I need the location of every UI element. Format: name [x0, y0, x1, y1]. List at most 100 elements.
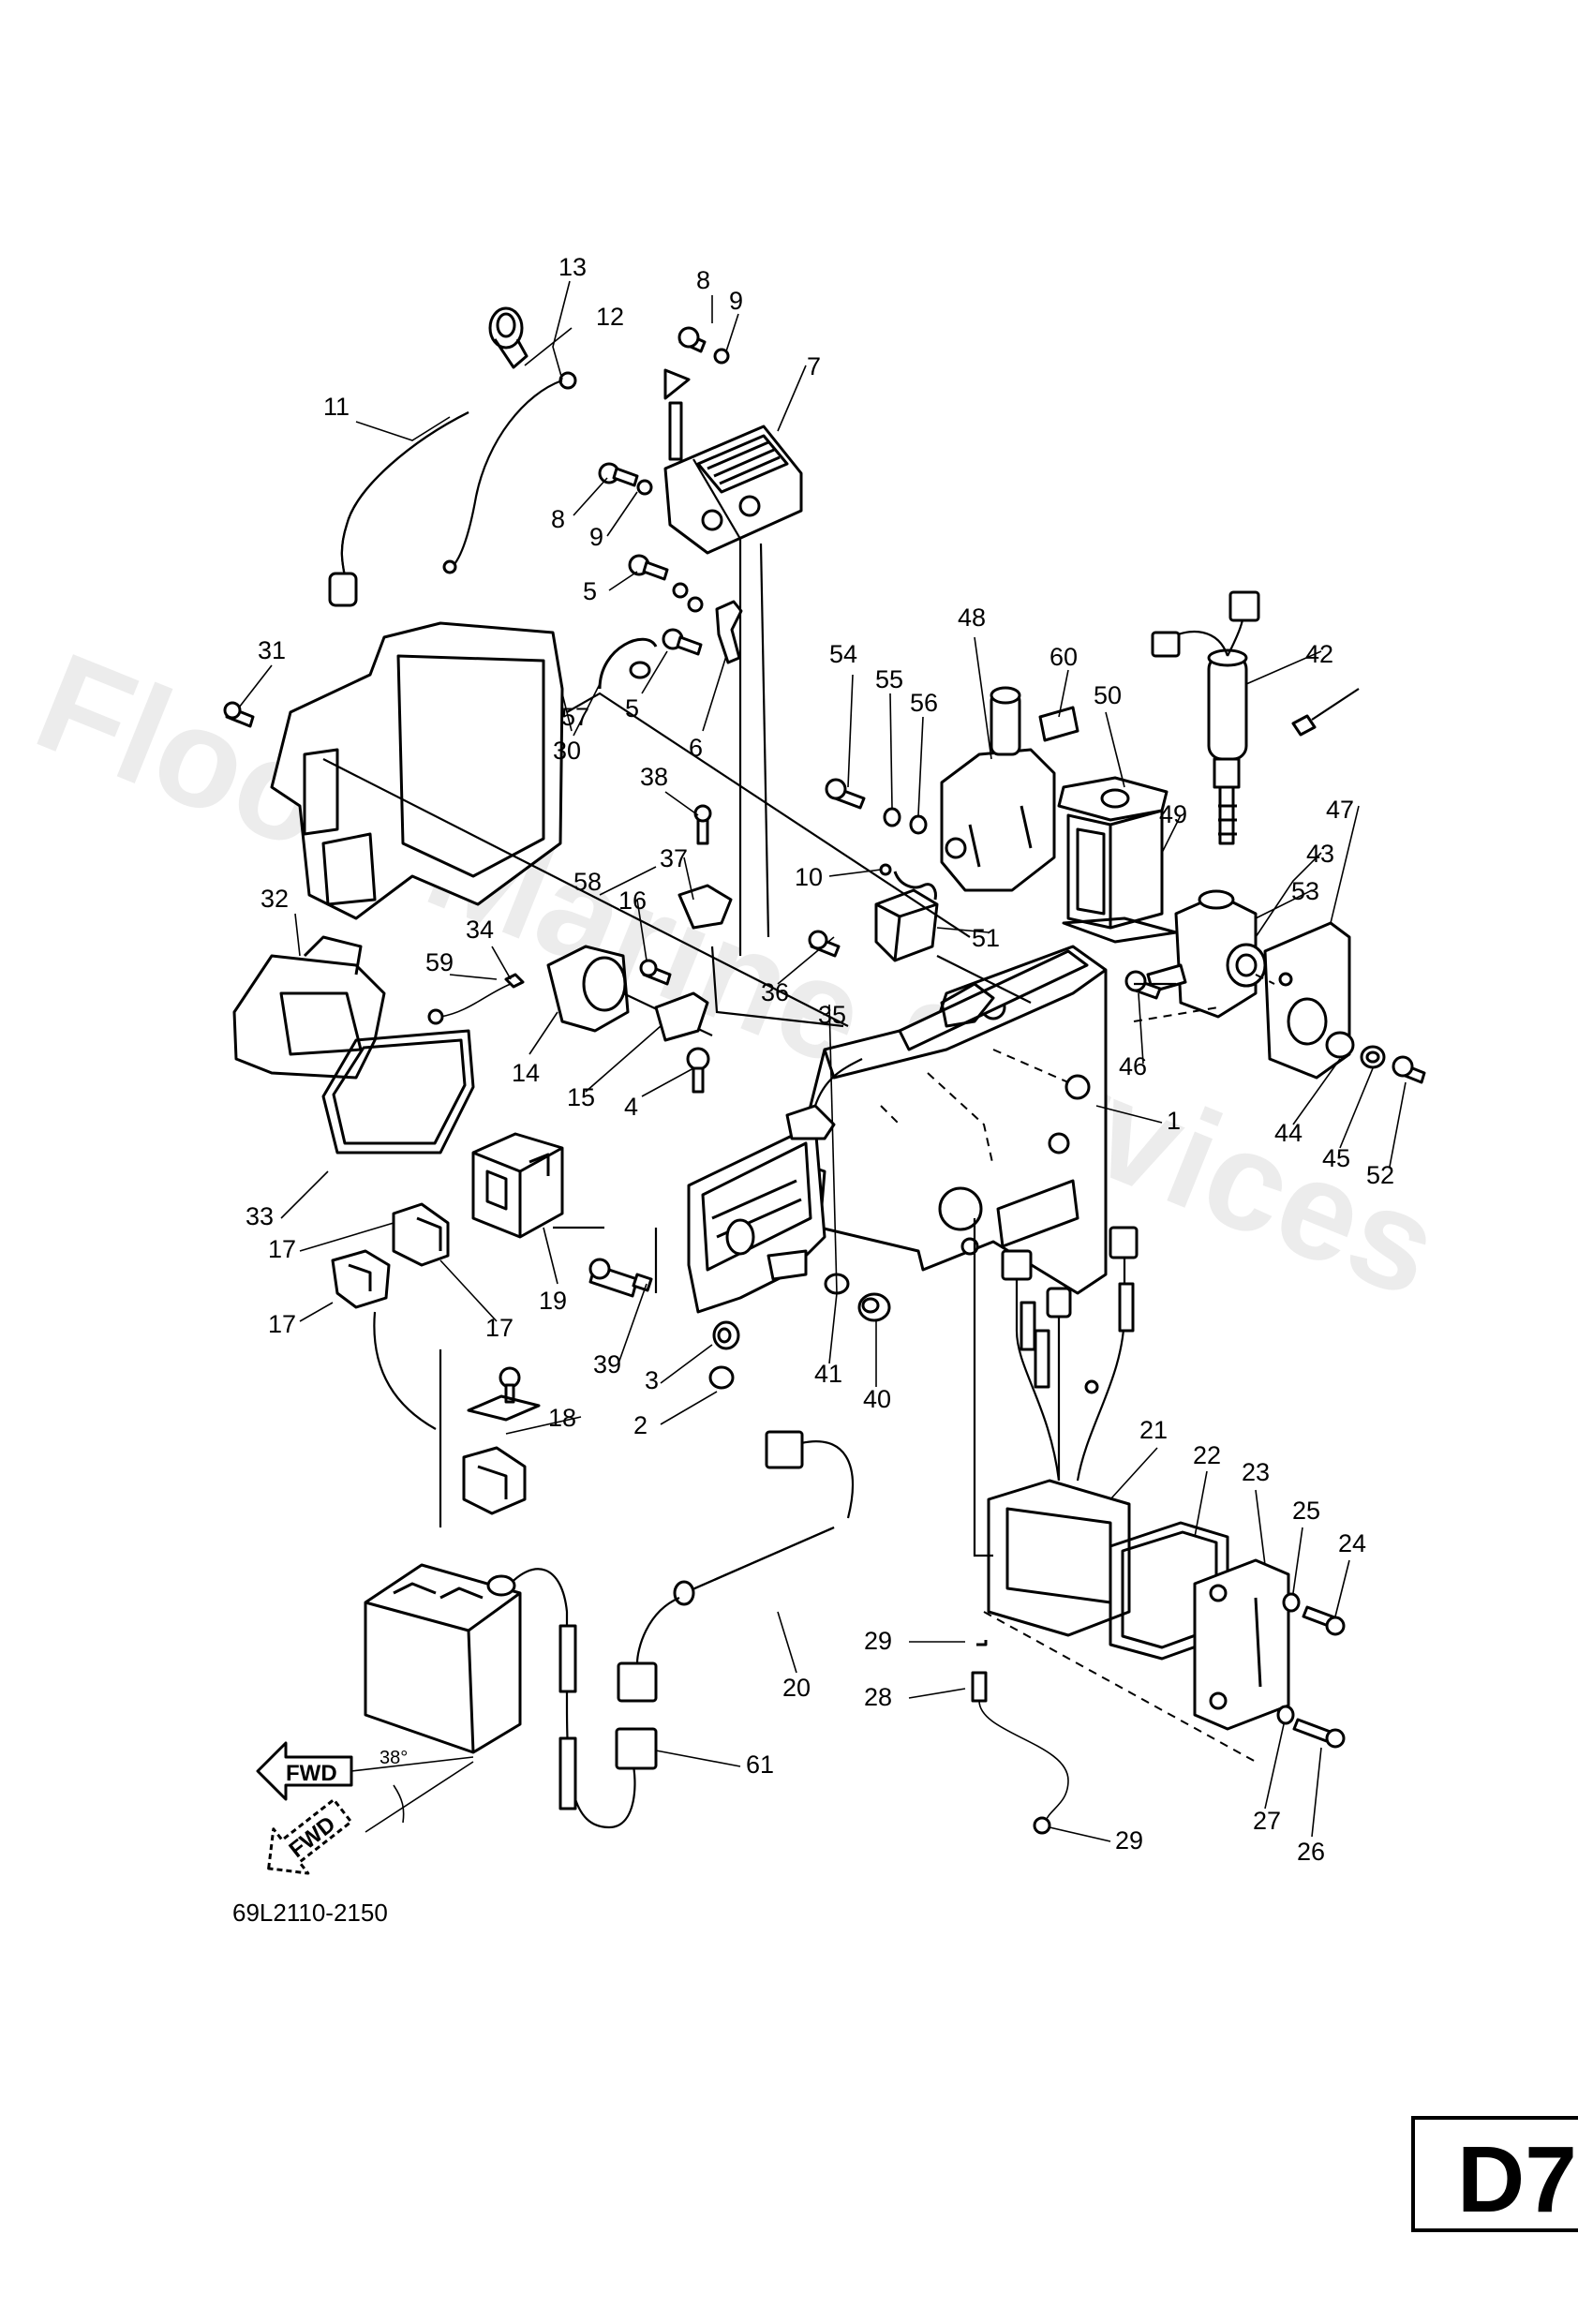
- part-label: 5: [625, 694, 639, 723]
- part-coil-42: [1151, 590, 1260, 845]
- part-bolt-4: [686, 1047, 710, 1071]
- part-label: 17: [268, 1235, 296, 1263]
- part-clamp-6: [715, 600, 743, 664]
- part-gasket-33: [321, 1029, 475, 1155]
- part-label: 7: [807, 352, 821, 380]
- part-label: 9: [589, 523, 603, 551]
- part-label: 42: [1305, 640, 1333, 668]
- part-label: 61: [746, 1750, 774, 1779]
- part-61: [615, 1727, 658, 1770]
- part-label: 37: [660, 844, 688, 872]
- part-label: 20: [782, 1674, 811, 1702]
- part-label: 48: [958, 603, 986, 632]
- part-ignition-coil-48: [940, 686, 1056, 892]
- part-label: 51: [972, 924, 1000, 952]
- part-label: 16: [618, 886, 647, 915]
- part-bolt-8-top: [677, 326, 730, 365]
- part-collar-2: [708, 1365, 735, 1390]
- part-relay-19: [471, 1132, 564, 1239]
- part-cover-32: [232, 935, 386, 1080]
- part-washer-27: [1276, 1705, 1295, 1725]
- leader-lines: [238, 280, 1407, 1842]
- part-label: 10: [795, 863, 823, 891]
- part-label: 44: [1274, 1119, 1303, 1147]
- part-label: 58: [573, 868, 602, 896]
- part-label: 12: [596, 303, 624, 331]
- part-label: 36: [761, 978, 789, 1006]
- part-harness-21: [987, 1226, 1139, 1637]
- part-spacer-50: [1057, 776, 1169, 822]
- part-cap-57: [598, 637, 658, 690]
- part-label: 50: [1094, 681, 1122, 709]
- part-washer-25: [1282, 1592, 1301, 1613]
- part-label: 3: [645, 1366, 659, 1394]
- part-label: 38: [640, 763, 668, 791]
- part-cable-20: [617, 1430, 854, 1703]
- part-clip-10: [893, 871, 937, 901]
- part-grommet-13: [488, 306, 528, 369]
- part-battery: [364, 1563, 522, 1754]
- svg-text:FWD: FWD: [286, 1761, 337, 1786]
- component-drawings: FWD FWD 38°: [223, 306, 1426, 1875]
- part-label: 17: [485, 1314, 514, 1342]
- part-spacer-49: [1066, 809, 1164, 930]
- fwd-arrow-solid: FWD: [256, 1741, 353, 1801]
- fwd-arrow-dashed: FWD: [267, 1797, 353, 1875]
- part-label: 56: [910, 689, 938, 717]
- part-label: 49: [1159, 800, 1187, 828]
- part-cover-30: [270, 621, 564, 920]
- part-label: 22: [1193, 1441, 1221, 1469]
- part-label: 47: [1326, 796, 1354, 824]
- part-label: 41: [814, 1360, 842, 1388]
- part-label: 30: [553, 737, 581, 765]
- part-oring-44: [1325, 1031, 1355, 1059]
- part-label: 60: [1050, 643, 1078, 671]
- part-label: 23: [1242, 1458, 1270, 1486]
- part-label: 59: [425, 948, 454, 976]
- part-29-bottom: [1033, 1816, 1051, 1835]
- part-label: 45: [1322, 1144, 1350, 1172]
- part-washer-56: [909, 814, 928, 835]
- part-clip-18: [462, 1366, 541, 1515]
- part-fuse-holder: [558, 1624, 577, 1693]
- part-number-labels: 1 2 3 4 5 5 6 7 8 8 9 9 10 11 12 13 14 1…: [246, 253, 1394, 1866]
- part-label: 8: [696, 266, 710, 294]
- part-label: 2: [633, 1411, 648, 1439]
- part-label: 24: [1338, 1529, 1366, 1557]
- page-label-box: D7: [1411, 2116, 1578, 2232]
- part-label: 21: [1139, 1416, 1168, 1444]
- part-clip-17b: [331, 1249, 391, 1309]
- part-29-top: [976, 1640, 988, 1646]
- part-clip-17a: [392, 1202, 450, 1267]
- part-plate-51: [1062, 916, 1178, 944]
- part-label-60: [1038, 706, 1079, 742]
- page-label: D7: [1457, 2127, 1577, 2232]
- part-label: 6: [689, 734, 703, 762]
- part-label: 34: [466, 916, 494, 944]
- part-label: 13: [558, 253, 587, 281]
- part-label: 8: [551, 505, 565, 533]
- part-label: 1: [1167, 1107, 1181, 1135]
- part-label: 32: [261, 885, 289, 913]
- part-label: 31: [258, 636, 286, 664]
- angle-label: 38°: [380, 1748, 408, 1768]
- part-label: 29: [1115, 1826, 1143, 1855]
- part-sensor-39: [588, 1258, 653, 1298]
- part-label: 17: [268, 1310, 296, 1338]
- part-washer-55: [883, 807, 901, 827]
- part-label: 9: [729, 287, 743, 315]
- part-valve-43: [1146, 889, 1267, 1019]
- part-label: 53: [1291, 877, 1319, 905]
- part-mount-bracket: [687, 1104, 836, 1314]
- part-label: 55: [875, 665, 903, 693]
- part-label: 27: [1253, 1807, 1281, 1835]
- part-label: 26: [1297, 1838, 1325, 1866]
- part-washer-12: [558, 371, 577, 390]
- diagram-code: 69L2110-2150: [232, 1899, 388, 1927]
- part-59: [427, 1008, 444, 1025]
- part-bracket-15: [654, 991, 709, 1042]
- part-label: 19: [539, 1287, 567, 1315]
- part-label: 40: [863, 1385, 891, 1413]
- part-28: [971, 1671, 988, 1703]
